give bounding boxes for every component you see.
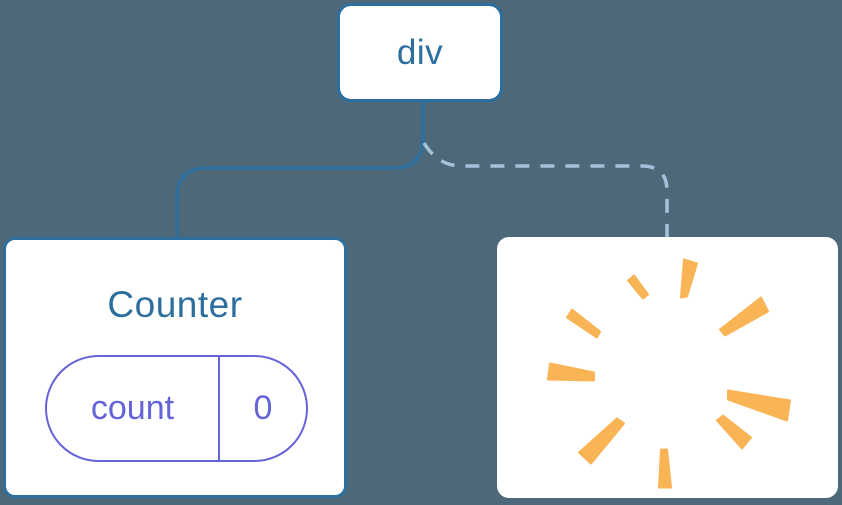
connector-solid-link [175, 100, 425, 239]
connector-dashed-link [422, 142, 669, 237]
state-pill: count 0 [45, 355, 308, 462]
root-node-label: div [396, 32, 444, 72]
root-node-div: div [337, 3, 503, 102]
poof-icon [547, 258, 791, 489]
removed-component-node [497, 237, 838, 498]
state-value-label: 0 [253, 389, 273, 427]
counter-node-title: Counter [107, 284, 243, 325]
counter-component-node: Counter count 0 [3, 237, 347, 498]
state-key-label: count [47, 357, 220, 460]
